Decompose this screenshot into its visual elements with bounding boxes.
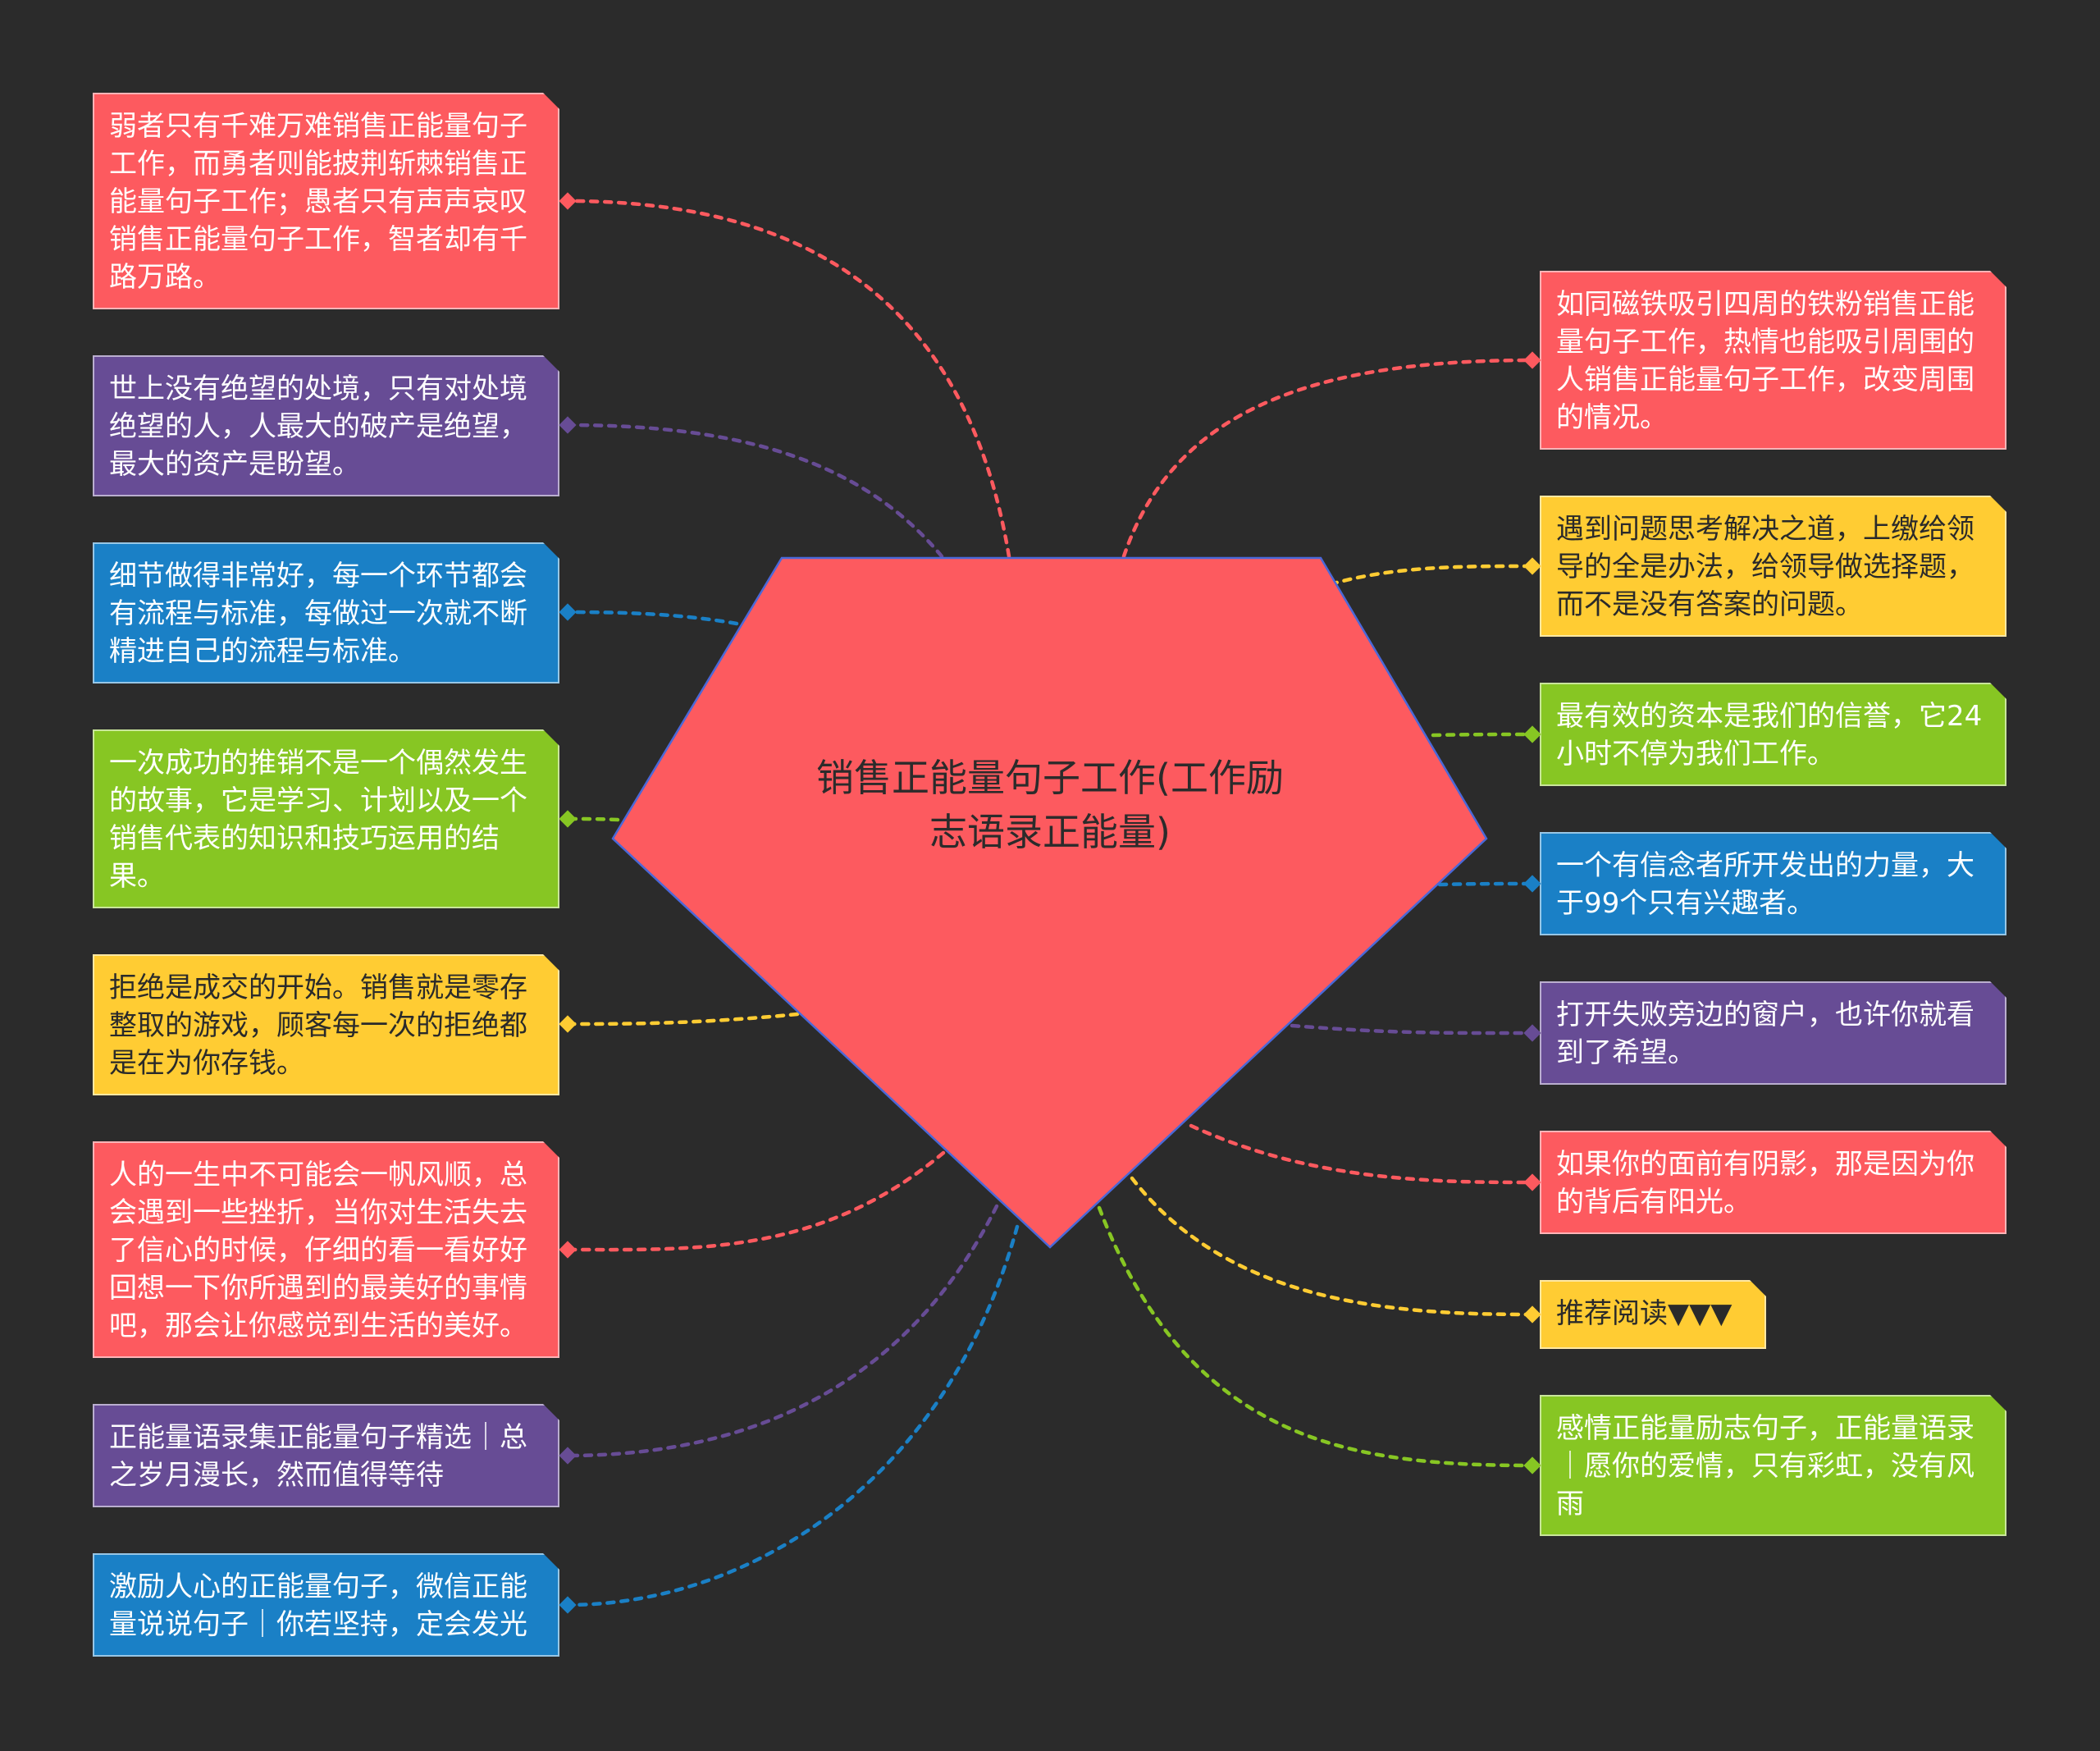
topic-text: 弱者只有千难万难销售正能量句子工作，而勇者则能披荆斩棘销售正能量句子工作；愚者只…: [109, 110, 527, 294]
center-pentagon[interactable]: [611, 556, 1488, 1249]
right-connector: [1431, 732, 1535, 738]
right-topic-5[interactable]: 打开失败旁边的窗户，也许你就看到了希望。: [1540, 981, 2006, 1085]
topic-text: 打开失败旁边的窗户，也许你就看到了希望。: [1556, 999, 1974, 1069]
topic-text: 遇到问题思考解决之道，上缴给领导的全是办法，给领导做选择题，而不是没有答案的问题…: [1556, 513, 1974, 621]
right-connector: [1290, 1023, 1535, 1036]
right-topic-2[interactable]: 遇到问题思考解决之道，上缴给领导的全是办法，给领导做选择题，而不是没有答案的问题…: [1540, 496, 2006, 637]
topic-text: 一个有信念者所开发出的力量，大于99个只有兴趣者。: [1556, 849, 1974, 920]
left-connector: [565, 199, 1011, 559]
topic-text: 正能量语录集正能量句子精选｜总之岁月漫长，然而值得等待: [109, 1421, 527, 1492]
left-topic-2[interactable]: 世上没有绝望的处境，只有对处境绝望的人，人最大的破产是绝望，最大的资产是盼望。: [93, 355, 559, 496]
topic-text: 如果你的面前有阴影，那是因为你的背后有阳光。: [1556, 1148, 1974, 1218]
left-topic-6[interactable]: 人的一生中不可能会一帆风顺，总会遇到一些挫折，当你对生活失去了信心的时候，仔细的…: [93, 1141, 559, 1358]
left-topic-8[interactable]: 激励人心的正能量句子，微信正能量说说句子｜你若坚持，定会发光: [93, 1553, 559, 1657]
topic-text: 一次成功的推销不是一个偶然发生的故事，它是学习、计划以及一个销售代表的知识和技巧…: [109, 747, 527, 893]
topic-text: 拒绝是成交的开始。销售就是零存整取的游戏，顾客每一次的拒绝都是在为你存钱。: [109, 972, 527, 1080]
center-topic-title: 销售正能量句子工作(工作励志语录正能量): [816, 756, 1284, 854]
left-topic-1[interactable]: 弱者只有千难万难销售正能量句子工作，而勇者则能披荆斩棘销售正能量句子工作；愚者只…: [93, 93, 559, 309]
left-connector: [565, 1224, 1020, 1607]
topic-text: 推荐阅读▼▼▼: [1556, 1297, 1732, 1330]
right-connector: [1121, 358, 1535, 559]
topic-text: 世上没有绝望的处境，只有对处境绝望的人，人最大的破产是绝望，最大的资产是盼望。: [109, 373, 527, 481]
left-connector: [565, 1150, 946, 1252]
right-connector: [1437, 881, 1535, 887]
topic-text: 最有效的资本是我们的信誉，它24小时不停为我们工作。: [1556, 700, 1983, 770]
right-topic-6[interactable]: 如果你的面前有阴影，那是因为你的背后有阳光。: [1540, 1131, 2006, 1234]
topic-text: 感情正能量励志句子，正能量语录｜愿你的爱情，只有彩虹，没有风雨: [1556, 1412, 1974, 1520]
topic-text: 激励人心的正能量句子，微信正能量说说句子｜你若坚持，定会发光: [109, 1570, 527, 1641]
right-topic-1[interactable]: 如同磁铁吸引四周的铁粉销售正能量句子工作，热情也能吸引周围的人销售正能量句子工作…: [1540, 271, 2006, 450]
topic-text: 人的一生中不可能会一帆风顺，总会遇到一些挫折，当你对生活失去了信心的时候，仔细的…: [109, 1159, 527, 1342]
right-topic-7[interactable]: 推荐阅读▼▼▼: [1540, 1280, 1766, 1349]
left-connector: [565, 610, 739, 626]
topic-text: 如同磁铁吸引四周的铁粉销售正能量句子工作，热情也能吸引周围的人销售正能量句子工作…: [1556, 288, 1974, 434]
left-connector: [565, 423, 944, 559]
right-topic-3[interactable]: 最有效的资本是我们的信誉，它24小时不停为我们工作。: [1540, 683, 2006, 786]
left-topic-5[interactable]: 拒绝是成交的开始。销售就是零存整取的游戏，顾客每一次的拒绝都是在为你存钱。: [93, 954, 559, 1095]
left-connector: [565, 1204, 999, 1458]
left-topic-3[interactable]: 细节做得非常好，每一个环节都会有流程与标准，每做过一次就不断精进自己的流程与标准…: [93, 542, 559, 683]
connector-lines: [565, 199, 1535, 1607]
left-topic-4[interactable]: 一次成功的推销不是一个偶然发生的故事，它是学习、计划以及一个销售代表的知识和技巧…: [93, 729, 559, 908]
topic-text: 细节做得非常好，每一个环节都会有流程与标准，每做过一次就不断精进自己的流程与标准…: [109, 560, 527, 668]
right-connector: [1097, 1205, 1535, 1468]
right-connector: [1130, 1176, 1535, 1317]
left-topic-7[interactable]: 正能量语录集正能量句子精选｜总之岁月漫长，然而值得等待: [93, 1404, 559, 1507]
left-connector: [565, 1012, 800, 1026]
left-connector: [565, 816, 634, 823]
right-connector: [1189, 1123, 1535, 1185]
right-connector: [1328, 564, 1535, 587]
right-topic-8[interactable]: 感情正能量励志句子，正能量语录｜愿你的爱情，只有彩虹，没有风雨: [1540, 1395, 2006, 1536]
right-topic-4[interactable]: 一个有信念者所开发出的力量，大于99个只有兴趣者。: [1540, 832, 2006, 935]
